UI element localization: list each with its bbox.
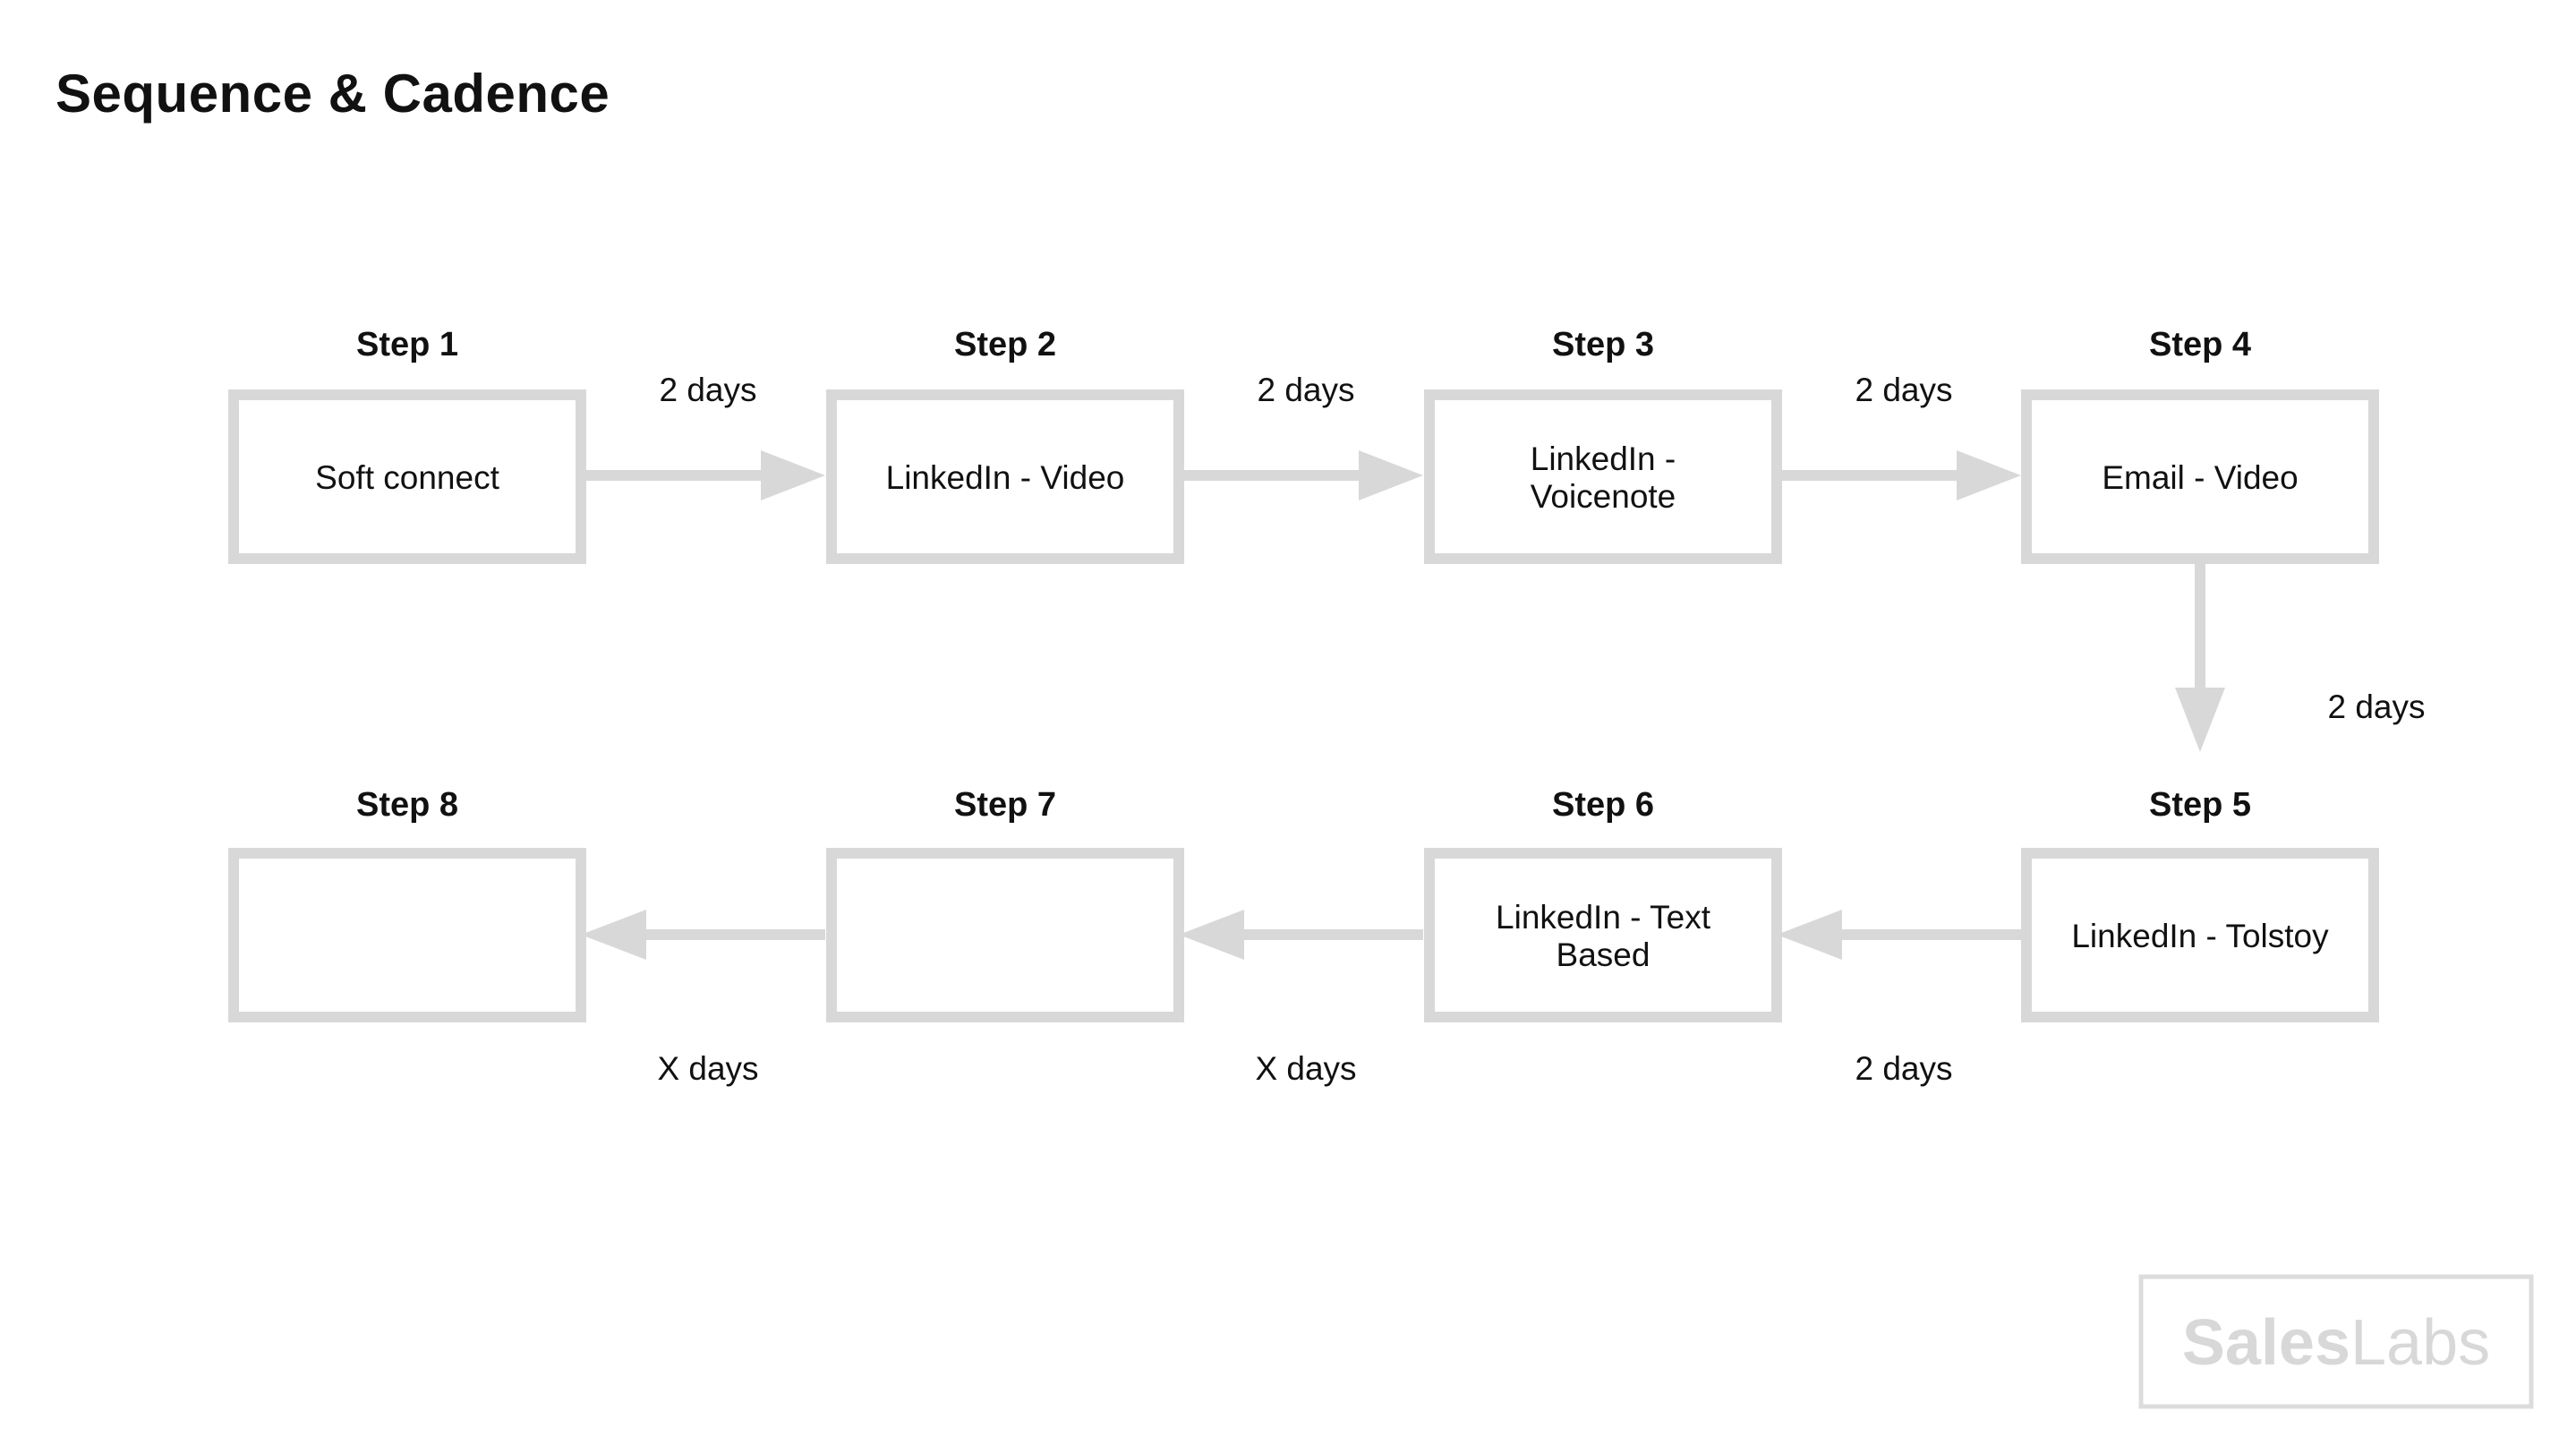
step-7-box	[826, 848, 1184, 1022]
step-2-label: Step 2	[954, 326, 1056, 363]
step-5-label: Step 5	[2149, 786, 2251, 824]
logo-frame	[2138, 1274, 2534, 1409]
connector-7-8	[581, 910, 825, 960]
connector-5-6	[1777, 910, 2021, 960]
step-1-box	[228, 389, 586, 564]
connector-1-2	[581, 450, 825, 500]
step-4-label: Step 4	[2149, 326, 2251, 363]
step-2-box	[826, 389, 1184, 564]
step-8-label: Step 8	[356, 786, 458, 824]
delay-label-6-7: X days	[1255, 1050, 1356, 1087]
step-7-label: Step 7	[954, 786, 1056, 824]
delay-label-5-6: 2 days	[1855, 1050, 1952, 1087]
step-5-box	[2021, 848, 2379, 1022]
step-3-text-line2: Voicenote	[1531, 478, 1676, 515]
step-3-label: Step 3	[1552, 326, 1654, 363]
logo-part-sales: Sales	[2182, 1307, 2350, 1379]
logo-part-labs: Labs	[2350, 1307, 2490, 1379]
step-8-box	[228, 848, 586, 1022]
step-2-text: LinkedIn - Video	[886, 459, 1125, 496]
step-6-text-line2: Based	[1557, 936, 1651, 973]
delay-label-7-8: X days	[657, 1050, 758, 1087]
step-4-box	[2021, 389, 2379, 564]
saleslabs-logo: SalesLabs	[2138, 1274, 2534, 1409]
step-3-box	[1424, 389, 1782, 564]
connector-2-3	[1179, 450, 1423, 500]
step-3-text-line1: LinkedIn -	[1531, 440, 1676, 477]
step-5-text: LinkedIn - Tolstoy	[2071, 918, 2329, 954]
logo-wordmark: SalesLabs	[2182, 1307, 2490, 1379]
step-1-text: Soft connect	[315, 459, 499, 496]
step-6-box	[1424, 848, 1782, 1022]
step-6-text-line1: LinkedIn - Text	[1496, 899, 1711, 936]
delay-label-2-3: 2 days	[1257, 372, 1354, 408]
delay-label-4-5: 2 days	[2327, 688, 2425, 725]
connector-3-4	[1777, 450, 2021, 500]
connector-4-5	[2175, 561, 2225, 752]
delay-label-3-4: 2 days	[1855, 372, 1952, 408]
step-4-text: Email - Video	[2102, 459, 2298, 496]
step-1-label: Step 1	[356, 326, 458, 363]
page-title: Sequence & Cadence	[55, 64, 610, 124]
delay-label-1-2: 2 days	[659, 372, 756, 408]
connector-6-7	[1179, 910, 1423, 960]
step-6-label: Step 6	[1552, 786, 1654, 824]
